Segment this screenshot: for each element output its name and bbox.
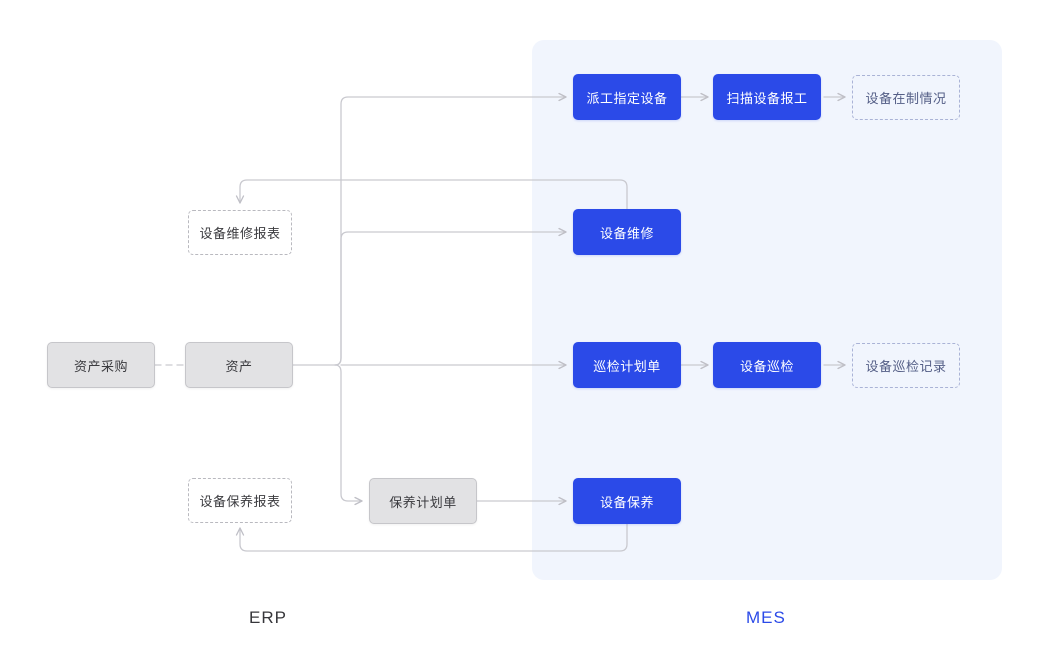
node-device-repair[interactable]: 设备维修 [573, 209, 681, 255]
node-asset[interactable]: 资产 [185, 342, 293, 388]
node-label: 设备在制情况 [865, 91, 947, 106]
node-inspection-record[interactable]: 设备巡检记录 [852, 343, 960, 388]
node-label: 设备保养报表 [199, 494, 281, 509]
node-inspection-plan[interactable]: 巡检计划单 [573, 342, 681, 388]
edge-asset-to-maintenance-plan [334, 364, 363, 506]
node-label: 资产 [225, 358, 253, 374]
node-label: 设备维修 [599, 225, 654, 241]
zone-label-erp: ERP [249, 608, 287, 627]
node-label: 设备巡检 [739, 358, 794, 374]
node-device-inspection[interactable]: 设备巡检 [713, 342, 821, 388]
node-asset-purchase[interactable]: 资产采购 [47, 342, 155, 388]
zone-label-mes: MES [746, 608, 786, 627]
node-label: 设备维修报表 [199, 226, 281, 241]
node-maintenance-plan[interactable]: 保养计划单 [369, 478, 477, 524]
node-dispatch-device[interactable]: 派工指定设备 [573, 74, 681, 120]
node-label: 扫描设备报工 [726, 90, 808, 106]
node-device-wip[interactable]: 设备在制情况 [852, 75, 960, 120]
node-scan-device-report[interactable]: 扫描设备报工 [713, 74, 821, 120]
node-maintenance-report[interactable]: 设备保养报表 [188, 478, 292, 523]
node-label: 巡检计划单 [593, 358, 661, 374]
node-repair-report[interactable]: 设备维修报表 [188, 210, 292, 255]
node-label: 设备保养 [599, 494, 654, 510]
node-label: 设备巡检记录 [865, 359, 947, 374]
node-label: 派工指定设备 [586, 90, 668, 106]
node-label: 保养计划单 [389, 494, 457, 510]
node-label: 资产采购 [73, 358, 128, 374]
node-device-maintenance[interactable]: 设备保养 [573, 478, 681, 524]
